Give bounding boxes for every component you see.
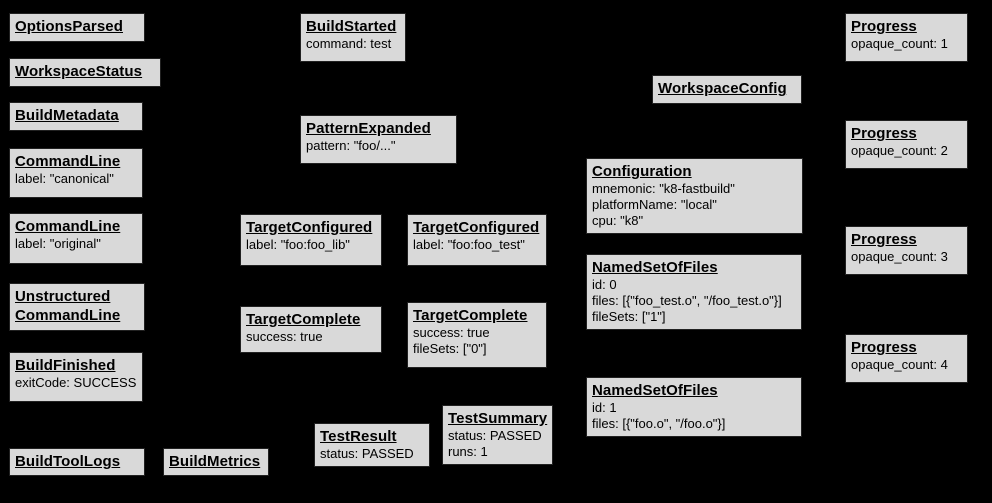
event-node-title: Configuration (592, 163, 692, 180)
event-node-attribute: label: "foo:foo_test" (413, 237, 525, 252)
event-node-attribute: opaque_count: 3 (851, 249, 948, 264)
event-node-build-tool-logs: BuildToolLogs (9, 448, 145, 476)
event-node-title: TargetComplete (413, 307, 528, 324)
event-node-title: OptionsParsed (15, 18, 123, 35)
event-node-attribute: cpu: "k8" (592, 213, 644, 228)
event-node-title: Progress (851, 339, 917, 356)
event-node-workspace-config: WorkspaceConfig (652, 75, 802, 104)
event-node-title: NamedSetOfFiles (592, 382, 718, 399)
event-node-attribute: opaque_count: 4 (851, 357, 948, 372)
event-node-title: CommandLine (15, 153, 121, 170)
event-node-attribute: files: [{"foo.o", "/foo.o"}] (592, 416, 726, 431)
event-node-attribute: mnemonic: "k8-fastbuild" (592, 181, 735, 196)
event-node-attribute: label: "foo:foo_lib" (246, 237, 350, 252)
event-node-title: BuildMetadata (15, 107, 119, 124)
event-node-title: Progress (851, 125, 917, 142)
event-node-title: BuildToolLogs (15, 453, 121, 470)
event-node-attribute: runs: 1 (448, 444, 488, 459)
event-node-attribute: label: "original" (15, 236, 101, 251)
event-node-attribute: fileSets: ["1"] (592, 309, 666, 324)
event-node-attribute: id: 0 (592, 277, 617, 292)
event-node-title: Unstructured CommandLine (15, 288, 121, 324)
event-node-title: BuildFinished (15, 357, 116, 374)
event-node-unstructured-command-line: Unstructured CommandLine (9, 283, 145, 331)
event-node-title: PatternExpanded (306, 120, 431, 137)
event-node-title: BuildMetrics (169, 453, 261, 470)
event-node-title: WorkspaceStatus (15, 63, 143, 80)
event-node-title: TargetComplete (246, 311, 361, 328)
event-node-attribute: opaque_count: 1 (851, 36, 948, 51)
event-node-attribute: exitCode: SUCCESS (15, 375, 137, 390)
event-node-attribute: opaque_count: 2 (851, 143, 948, 158)
event-node-options-parsed: OptionsParsed (9, 13, 145, 42)
event-node-attribute: status: PASSED (320, 446, 414, 461)
event-node-attribute: pattern: "foo/..." (306, 138, 396, 153)
event-node-title: NamedSetOfFiles (592, 259, 718, 276)
event-node-title: TestSummary (448, 410, 548, 427)
event-node-title: TestResult (320, 428, 397, 445)
event-node-title: Progress (851, 231, 917, 248)
event-node-workspace-status: WorkspaceStatus (9, 58, 161, 87)
event-node-attribute: fileSets: ["0"] (413, 341, 487, 356)
event-node-attribute: success: true (246, 329, 323, 344)
event-node-title: TargetConfigured (246, 219, 373, 236)
event-node-attribute: id: 1 (592, 400, 617, 415)
event-node-attribute: status: PASSED (448, 428, 542, 443)
event-node-title: TargetConfigured (413, 219, 540, 236)
event-node-attribute: success: true (413, 325, 490, 340)
event-node-attribute: label: "canonical" (15, 171, 114, 186)
event-node-build-metadata: BuildMetadata (9, 102, 143, 131)
event-node-title: BuildStarted (306, 18, 397, 35)
event-node-title: Progress (851, 18, 917, 35)
event-node-attribute: files: [{"foo_test.o", "/foo_test.o"}] (592, 293, 782, 308)
event-node-title: CommandLine (15, 218, 121, 235)
event-node-attribute: platformName: "local" (592, 197, 717, 212)
event-node-title: WorkspaceConfig (658, 80, 787, 97)
event-node-build-metrics: BuildMetrics (163, 448, 269, 476)
event-node-attribute: command: test (306, 36, 392, 51)
